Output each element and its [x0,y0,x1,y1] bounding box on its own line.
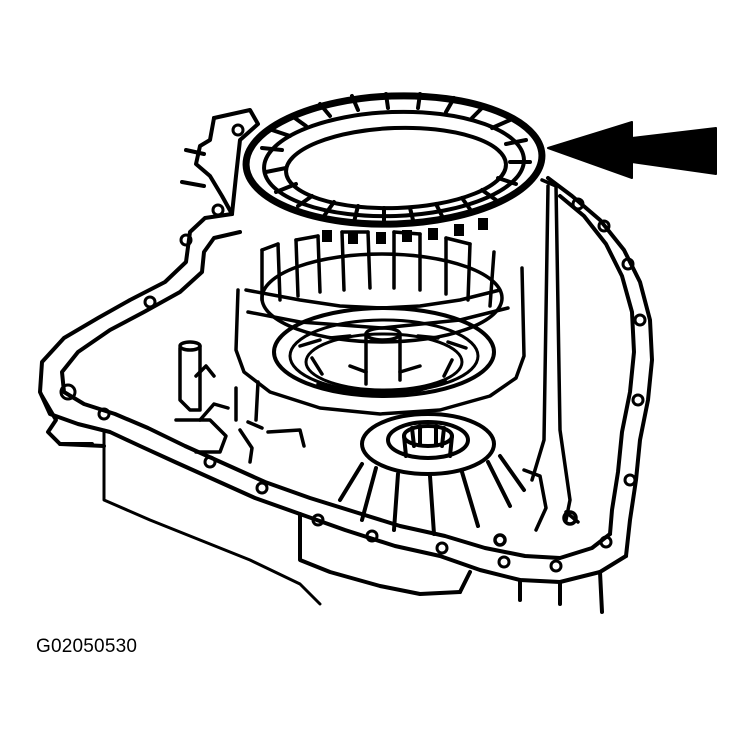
flange-bolt-holes [59,123,647,573]
transaxle-case [38,108,654,614]
differential-bearing-seat [338,412,526,536]
arrow-icon [547,121,717,179]
figure-code: G02050530 [36,636,138,657]
clutch-drum [234,230,526,416]
selector-linkage [174,178,580,547]
clutch-snap-ring [242,92,546,244]
